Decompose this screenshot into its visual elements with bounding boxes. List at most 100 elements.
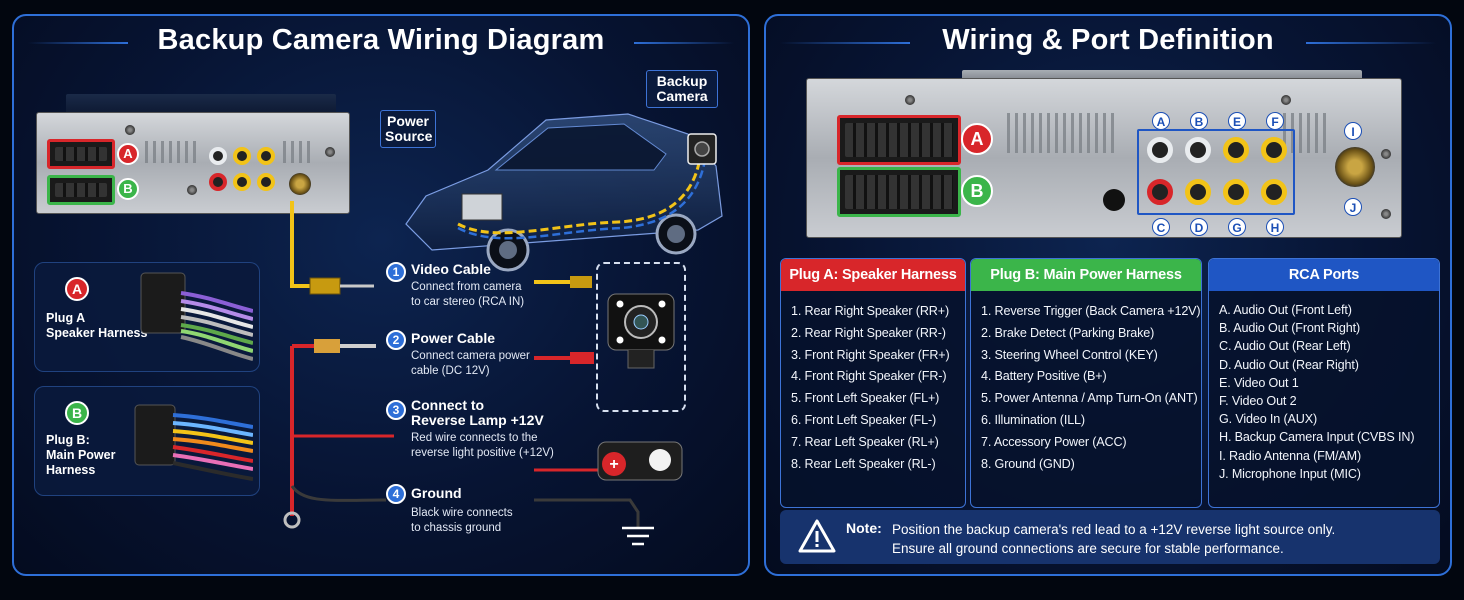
- list-item: D. Audio Out (Rear Right): [1219, 357, 1359, 372]
- list-item: 2. Rear Right Speaker (RR-): [791, 325, 946, 340]
- note-text: Position the backup camera's red lead to…: [892, 522, 1336, 556]
- list-item: G. Video In (AUX): [1219, 412, 1318, 427]
- plug-a-card-label: Plug A Speaker Harness: [46, 311, 148, 340]
- stereo-faceplate: [66, 94, 336, 116]
- plug-a-card-badge: A: [65, 277, 89, 301]
- step-2-badge: 2: [386, 330, 406, 350]
- heat-vents: [145, 141, 199, 163]
- list-item: 6. Illumination (ILL): [981, 412, 1085, 427]
- camera-icon: [607, 293, 675, 369]
- power-harness-illustration: [134, 404, 253, 481]
- plug-b-connector: [47, 175, 115, 205]
- list-item: 1. Reverse Trigger (Back Camera +12V): [981, 304, 1201, 318]
- rca-port-group: [1137, 129, 1295, 215]
- list-item: 5. Front Left Speaker (FL+): [791, 391, 940, 406]
- right-panel-title: Wiring & Port Definition: [942, 24, 1274, 56]
- speaker-harness-illustration: [140, 272, 253, 361]
- radio-antenna-port: [1335, 147, 1375, 187]
- plug-b-badge: B: [117, 178, 139, 200]
- list-item: J. Microphone Input (MIC): [1219, 466, 1361, 481]
- plug-a-card: A Plug A Speaker Harness: [34, 262, 260, 372]
- step-4-badge: 4: [386, 484, 406, 504]
- rca-port-g: [1223, 179, 1249, 205]
- plug-a-pin-list: 1. Rear Right Speaker (RR+) 2. Rear Righ…: [781, 291, 965, 475]
- step-2-title: Power Cable: [411, 330, 496, 346]
- plug-b-definition-card: Plug B: Main Power Harness 1. Reverse Tr…: [970, 258, 1202, 508]
- plug-a-badge: A: [961, 123, 993, 155]
- antenna-port: [289, 173, 311, 195]
- rca-port-c: [1147, 179, 1173, 205]
- car-illustration: [405, 113, 723, 272]
- screw-icon: [1381, 149, 1391, 159]
- list-item: 5. Power Antenna / Amp Turn-On (ANT): [981, 391, 1198, 406]
- list-item: E. Video Out 1: [1219, 375, 1299, 390]
- step-4-desc: Black wire connects to chassis ground: [411, 507, 513, 534]
- rca-port: [233, 147, 251, 165]
- plug-a-badge: A: [117, 143, 139, 165]
- rca-port-a: [1147, 137, 1173, 163]
- reverse-lamp-icon: +: [597, 441, 683, 481]
- screw-icon: [325, 147, 335, 157]
- port-label-g: G: [1228, 218, 1246, 236]
- plug-b-card-badge: B: [65, 401, 89, 425]
- step-1-desc: Connect from camera to car stereo (RCA I…: [411, 281, 525, 308]
- list-item: 4. Battery Positive (B+): [981, 369, 1107, 384]
- screw-icon: [125, 125, 135, 135]
- list-item: I. Radio Antenna (FM/AM): [1219, 448, 1361, 463]
- list-item: 6. Front Left Speaker (FL-): [791, 412, 937, 427]
- port-label-b: B: [1190, 112, 1208, 130]
- list-item: F. Video Out 2: [1219, 394, 1297, 409]
- heat-vents: [283, 141, 313, 163]
- rca-ports-card-header: RCA Ports: [1209, 259, 1439, 291]
- plug-b-pin-list: 1. Reverse Trigger (Back Camera +12V) 2.…: [971, 291, 1201, 475]
- port-label-d: D: [1190, 218, 1208, 236]
- title-divider-left: [28, 42, 128, 44]
- stereo-rear-panel: A B: [806, 78, 1402, 238]
- rca-port-f: [1261, 137, 1287, 163]
- plug-a-connector: [837, 115, 961, 165]
- list-item: 7. Accessory Power (ACC): [981, 434, 1127, 449]
- list-item: B. Audio Out (Front Right): [1219, 321, 1360, 336]
- rca-port: [209, 173, 227, 191]
- left-panel: Backup Camera Wiring Diagram A B Power S…: [12, 14, 750, 576]
- rca-port-e: [1223, 137, 1249, 163]
- plug-a-card-header: Plug A: Speaker Harness: [781, 259, 965, 291]
- list-item: 8. Rear Left Speaker (RL-): [791, 456, 936, 471]
- list-item: 3. Front Right Speaker (FR+): [791, 347, 950, 362]
- rca-port-b: [1185, 137, 1211, 163]
- step-1-title: Video Cable: [411, 261, 491, 277]
- step-4-title: Ground: [411, 485, 462, 501]
- rca-port: [233, 173, 251, 191]
- step-2-desc: Connect camera power cable (DC 12V): [411, 350, 530, 377]
- svg-text:+: +: [609, 456, 618, 473]
- port-label-i: I: [1344, 122, 1362, 140]
- rca-port-h: [1261, 179, 1287, 205]
- wiring-lines: [283, 201, 654, 546]
- title-divider-left: [780, 42, 910, 44]
- backup-camera-box: [596, 262, 686, 412]
- mic-hole: [1103, 189, 1125, 211]
- port-label-c: C: [1152, 218, 1170, 236]
- step-1-badge: 1: [386, 262, 406, 282]
- power-source-callout: Power Source: [380, 110, 436, 148]
- rca-ports-list: A. Audio Out (Front Left) B. Audio Out (…: [1209, 291, 1439, 483]
- right-panel: Wiring & Port Definition A B A B E F C D…: [764, 14, 1452, 576]
- rca-ports-definition-card: RCA Ports A. Audio Out (Front Left) B. A…: [1208, 258, 1440, 508]
- warning-icon: [798, 519, 836, 553]
- plug-b-badge: B: [961, 175, 993, 207]
- plug-b-card-header: Plug B: Main Power Harness: [971, 259, 1201, 291]
- list-item: 3. Steering Wheel Control (KEY): [981, 347, 1158, 362]
- plug-b-card: B Plug B: Main Power Harness: [34, 386, 260, 496]
- plug-b-card-label: Plug B: Main Power Harness: [46, 433, 116, 477]
- heat-vents: [1007, 113, 1119, 153]
- screw-icon: [1381, 209, 1391, 219]
- step-3-title: Connect to Reverse Lamp +12V: [411, 397, 544, 428]
- list-item: 7. Rear Left Speaker (RL+): [791, 434, 939, 449]
- list-item: 4. Front Right Speaker (FR-): [791, 369, 947, 384]
- port-label-h: H: [1266, 218, 1284, 236]
- step-3-desc: Red wire connects to the reverse light p…: [411, 432, 554, 459]
- heat-vents: [1283, 113, 1329, 153]
- step-3-badge: 3: [386, 400, 406, 420]
- left-panel-title: Backup Camera Wiring Diagram: [157, 24, 605, 56]
- note-box: Note: Position the backup camera's red l…: [780, 510, 1440, 564]
